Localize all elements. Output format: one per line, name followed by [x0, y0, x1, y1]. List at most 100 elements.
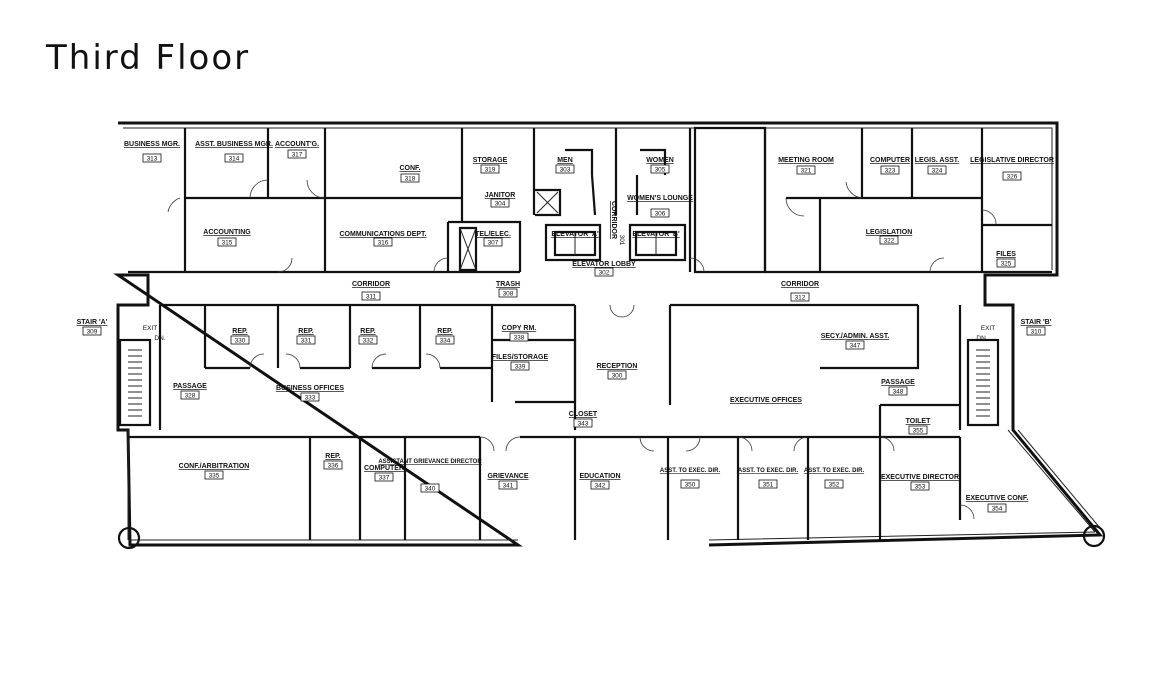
svg-text:PASSAGE: PASSAGE — [173, 383, 207, 390]
svg-text:322: 322 — [884, 238, 895, 245]
room-passage-left: PASSAGE 328 — [173, 383, 207, 400]
svg-text:316: 316 — [378, 240, 389, 247]
svg-text:STORAGE: STORAGE — [473, 157, 508, 164]
svg-text:WOMEN'S LOUNGE: WOMEN'S LOUNGE — [627, 195, 693, 202]
svg-text:321: 321 — [801, 168, 812, 175]
svg-text:ELEVATOR 'B': ELEVATOR 'B' — [632, 231, 680, 238]
svg-text:ASST. TO EXEC. DIR.: ASST. TO EXEC. DIR. — [804, 468, 865, 474]
svg-text:GRIEVANCE: GRIEVANCE — [487, 473, 528, 480]
svg-text:306: 306 — [655, 211, 666, 218]
svg-text:352: 352 — [829, 482, 840, 489]
room-asst-exec-dir-3: ASST. TO EXEC. DIR. 352 — [804, 468, 865, 489]
room-rep-336: REP.336 — [323, 453, 343, 470]
svg-text:326: 326 — [1007, 174, 1018, 181]
stair-b-graphic — [966, 338, 1000, 427]
svg-text:339: 339 — [515, 364, 526, 371]
svg-text:REP.: REP. — [360, 328, 375, 335]
svg-text:333: 333 — [305, 395, 316, 402]
svg-text:LEGISLATION: LEGISLATION — [866, 229, 913, 236]
room-legis-asst: LEGIS. ASST.324 — [915, 157, 960, 175]
room-asst-business-mgr: ASST. BUSINESS MGR.314 — [195, 141, 273, 163]
room-meeting-room: MEETING ROOM 321 — [778, 157, 834, 175]
svg-text:STAIR 'B': STAIR 'B' — [1021, 319, 1052, 326]
room-secy-admin-asst: SECY./ADMIN. ASST.347 — [821, 333, 890, 350]
svg-text:303: 303 — [560, 167, 571, 174]
svg-text:MEETING ROOM: MEETING ROOM — [778, 157, 834, 164]
svg-text:328: 328 — [185, 393, 196, 400]
svg-text:307: 307 — [488, 240, 499, 247]
svg-text:TEL/ELEC.: TEL/ELEC. — [475, 231, 511, 238]
svg-text:CONF./ARBITRATION: CONF./ARBITRATION — [179, 463, 250, 470]
room-labels: BUSINESS MGR.313 ASST. BUSINESS MGR.314 … — [77, 141, 1054, 513]
svg-text:ACCOUNTING: ACCOUNTING — [203, 229, 251, 236]
room-men: MEN 303 — [555, 157, 575, 174]
svg-text:310: 310 — [1031, 329, 1042, 336]
stair-a-graphic — [118, 338, 152, 427]
svg-text:ASST. TO EXEC. DIR.: ASST. TO EXEC. DIR. — [738, 468, 799, 474]
svg-text:CORRIDOR: CORRIDOR — [352, 281, 390, 288]
svg-text:SECY./ADMIN. ASST.: SECY./ADMIN. ASST. — [821, 333, 890, 340]
room-stair-a: STAIR 'A'309 — [77, 319, 108, 336]
room-asst-exec-dir-2: ASST. TO EXEC. DIR.351 — [738, 468, 799, 489]
room-tel-elec: TEL/ELEC. 307 — [475, 231, 511, 247]
door-swings — [167, 179, 997, 520]
svg-text:CORRIDOR: CORRIDOR — [781, 281, 819, 288]
lower-walls — [128, 303, 962, 540]
building-walls — [113, 121, 1106, 550]
svg-text:EXIT: EXIT — [143, 325, 157, 332]
room-copy-rm: COPY RM. 338 — [502, 325, 537, 342]
room-accounting-office: ACCOUNT'G.317 — [275, 141, 319, 159]
svg-text:EXECUTIVE OFFICES: EXECUTIVE OFFICES — [730, 397, 802, 404]
svg-text:FILES: FILES — [996, 251, 1016, 258]
svg-text:EXECUTIVE DIRECTOR: EXECUTIVE DIRECTOR — [881, 474, 959, 481]
svg-text:STAIR 'A': STAIR 'A' — [77, 319, 108, 326]
svg-text:353: 353 — [915, 484, 926, 491]
svg-text:BUSINESS MGR.: BUSINESS MGR. — [124, 141, 180, 148]
room-asst-exec-dir-1: ASST. TO EXEC. DIR.350 — [660, 468, 721, 489]
svg-text:LEGIS. ASST.: LEGIS. ASST. — [915, 157, 960, 164]
svg-text:ELEVATOR LOBBY: ELEVATOR LOBBY — [572, 261, 636, 268]
svg-text:REP.: REP. — [437, 328, 452, 335]
svg-text:COPY RM.: COPY RM. — [502, 325, 537, 332]
svg-text:PASSAGE: PASSAGE — [881, 379, 915, 386]
room-accounting: ACCOUNTING 315 — [203, 229, 251, 247]
svg-text:340: 340 — [425, 486, 436, 493]
svg-text:317: 317 — [292, 152, 303, 159]
svg-text:WOMEN: WOMEN — [646, 157, 674, 164]
room-executive-offices: EXECUTIVE OFFICES — [730, 397, 802, 404]
svg-text:315: 315 — [222, 240, 233, 247]
svg-text:318: 318 — [405, 176, 416, 183]
svg-text:MEN: MEN — [557, 157, 573, 164]
svg-text:350: 350 — [685, 482, 696, 489]
svg-text:ELEVATOR 'A': ELEVATOR 'A' — [551, 231, 599, 238]
room-womens-lounge: WOMEN'S LOUNGE 306 — [627, 195, 693, 218]
svg-text:300: 300 — [612, 373, 623, 380]
svg-text:355: 355 — [913, 428, 924, 435]
room-communications-dept: COMMUNICATIONS DEPT.316 — [340, 231, 427, 247]
svg-text:301: 301 — [618, 235, 625, 246]
svg-text:COMPUTER: COMPUTER — [870, 157, 910, 164]
svg-text:336: 336 — [328, 463, 339, 470]
svg-text:343: 343 — [578, 421, 589, 428]
room-rep-330: REP.330 — [230, 328, 250, 345]
svg-text:ASSISTANT GRIEVANCE DIRECTOR: ASSISTANT GRIEVANCE DIRECTOR — [378, 459, 482, 465]
room-rep-331: REP.331 — [296, 328, 316, 345]
room-business-mgr: BUSINESS MGR.313 — [124, 141, 180, 163]
svg-text:311: 311 — [366, 294, 377, 301]
svg-text:338: 338 — [514, 335, 525, 342]
svg-text:EXIT: EXIT — [981, 325, 995, 332]
svg-text:337: 337 — [379, 475, 390, 482]
